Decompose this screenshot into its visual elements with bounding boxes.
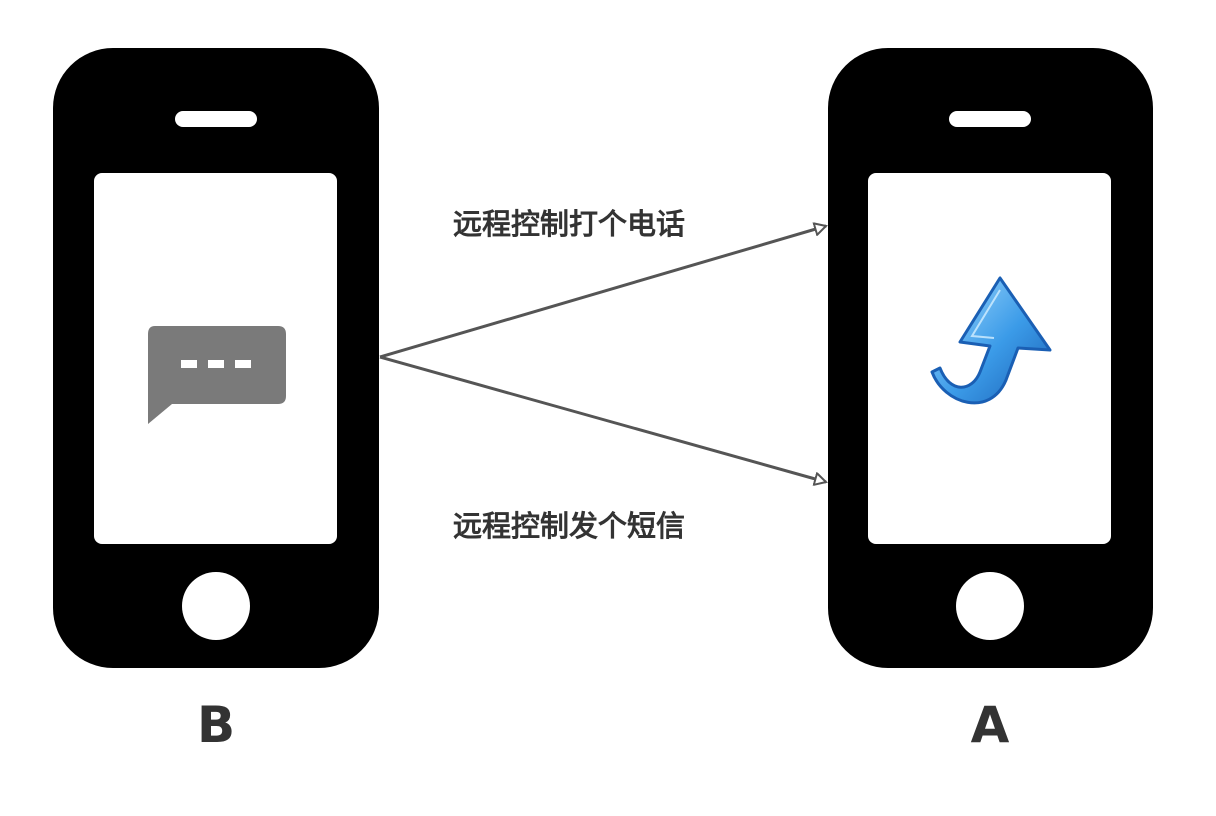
chat-bubble-icon	[148, 326, 286, 424]
phone-b	[53, 48, 379, 668]
arrow-sms	[379, 355, 826, 482]
phone-b-speaker	[175, 111, 257, 127]
phone-b-label: B	[197, 696, 235, 754]
edge-label-call: 远程控制打个电话	[453, 207, 685, 241]
phone-b-home-button	[182, 572, 250, 640]
curved-up-arrow-icon	[930, 276, 1052, 405]
phone-a-speaker	[949, 111, 1031, 127]
phone-a-home-button	[956, 572, 1024, 640]
arrow-call	[379, 226, 826, 359]
phone-a	[828, 48, 1153, 668]
phone-a-label: A	[971, 696, 1010, 754]
edge-label-sms: 远程控制发个短信	[453, 509, 685, 543]
